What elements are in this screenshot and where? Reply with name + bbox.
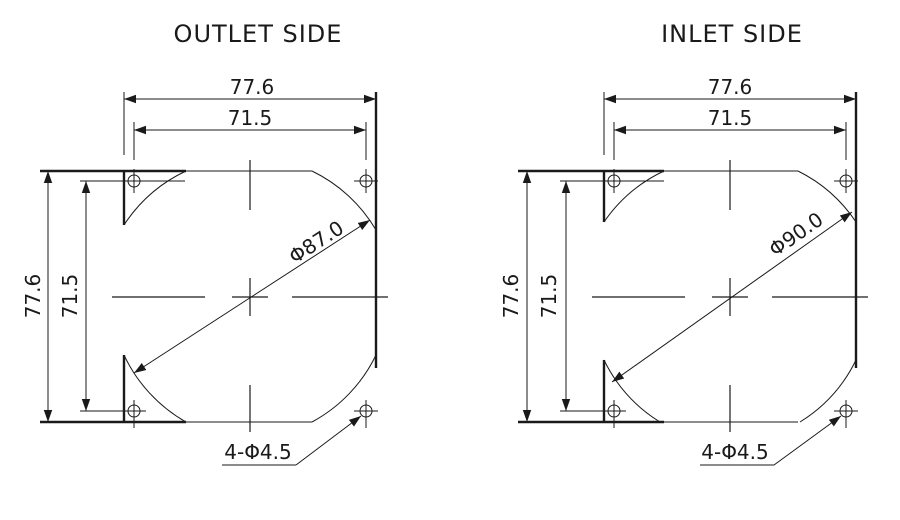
mounting-hole [834,169,858,193]
aperture-arc [311,354,377,423]
aperture-arc [123,170,187,226]
inlet-side-diagram: INLET SIDE 77.6 71.5 77.6 71.5 Φ90.0 [499,20,868,466]
outlet-side-title: OUTLET SIDE [174,20,343,48]
dim-outer-height-label: 77.6 [499,274,523,319]
diameter-dim-line [611,211,853,383]
mounting-hole [354,400,378,428]
dim-outer-width-label: 77.6 [230,75,275,99]
mounting-hole [124,169,146,193]
dim-inner-height-label: 71.5 [58,274,82,319]
outlet-side-diagram: OUTLET SIDE 77.6 71.5 77.6 71.5 [21,20,388,466]
aperture-arc [799,359,857,423]
diameter-label: Φ87.0 [284,216,348,269]
dim-outer-height-label: 77.6 [21,274,45,319]
hole-leader-line [773,415,842,466]
inlet-side-title: INLET SIDE [661,20,803,48]
mounting-hole [834,400,858,428]
dim-outer-width-label: 77.6 [708,75,753,99]
dim-inner-width-label: 71.5 [708,106,753,130]
diameter-label: Φ90.0 [764,207,827,261]
mounting-hole [604,400,626,428]
dim-inner-width-label: 71.5 [228,106,273,130]
hole-leader-line [295,415,362,466]
aperture-arc [311,170,377,231]
hole-spec-label: 4-Φ4.5 [224,440,292,464]
hole-spec-label: 4-Φ4.5 [701,440,769,464]
mounting-hole [354,169,378,193]
aperture-arc [123,354,187,423]
mounting-hole [604,169,626,193]
aperture-arc [603,359,661,423]
aperture-arc [603,170,665,223]
dim-inner-height-label: 71.5 [537,274,561,319]
mounting-hole [124,400,146,428]
diameter-dim-line [133,219,371,374]
aperture-arc [797,170,857,223]
